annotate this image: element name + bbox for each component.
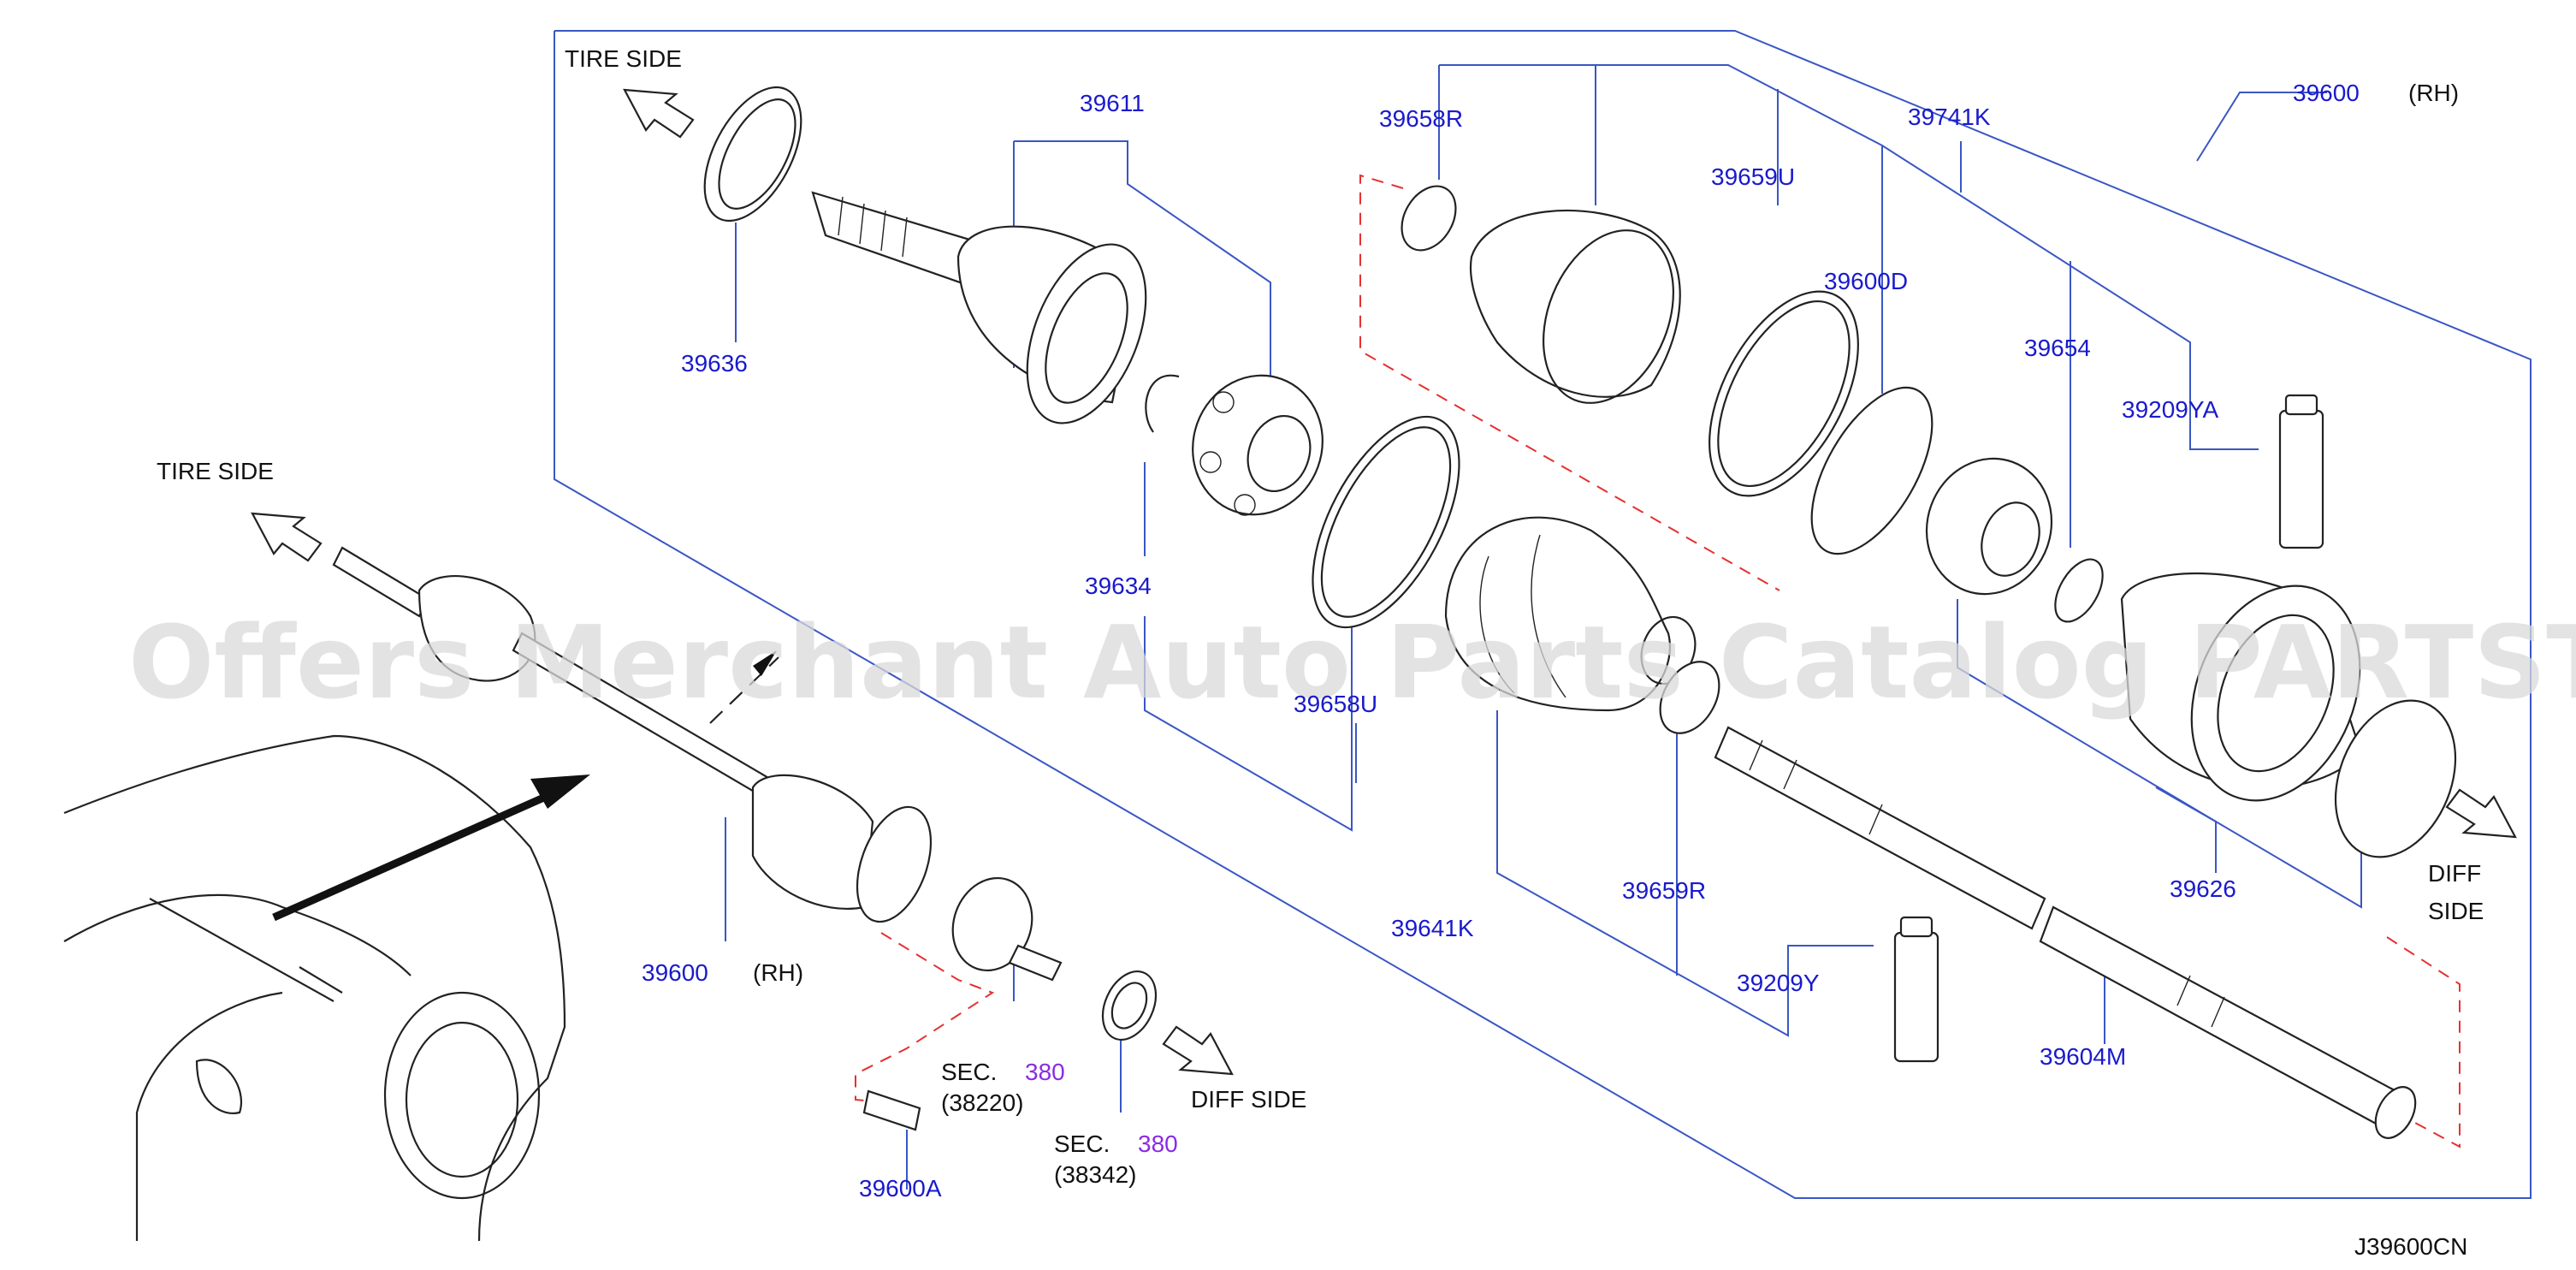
section-ref-1-prefix: SEC. [941, 1059, 997, 1085]
part-inner-race-cage [1192, 374, 1324, 516]
part-39636-seal [703, 86, 802, 223]
diff-side-label-right-line2: SIDE [2428, 898, 2484, 924]
part-39209YA-grease [2278, 394, 2324, 549]
section-ref-1-number[interactable]: 380 [1025, 1059, 1065, 1085]
rh-label-top: (RH) [2408, 80, 2459, 106]
part-39604M-shaft [1714, 726, 2417, 1139]
part-label-39600D[interactable]: 39600D [1824, 268, 1908, 294]
tire-side-label-left: TIRE SIDE [157, 458, 274, 484]
part-label-39659R[interactable]: 39659R [1622, 877, 1706, 904]
part-39741K-boot [1470, 209, 1681, 404]
rh-label-bottom: (RH) [753, 959, 803, 986]
leader-lines [725, 64, 2362, 1190]
frame-callout-39600 [2196, 92, 2327, 162]
part-39600-axle-assembly [332, 546, 1158, 1131]
part-label-39604M[interactable]: 39604M [2040, 1043, 2126, 1070]
part-39658U-band [1312, 415, 1460, 629]
part-label-39741K[interactable]: 39741K [1908, 104, 1991, 130]
part-label-39641K[interactable]: 39641K [1391, 915, 1474, 941]
part-inner-tripod [1925, 457, 2053, 596]
section-ref-1-code: (38220) [941, 1089, 1024, 1116]
arrow-tire-side-top-icon [623, 88, 695, 139]
diff-side-label-bottom: DIFF SIDE [1191, 1086, 1306, 1113]
arrow-direction-icon [709, 650, 779, 724]
part-label-39611[interactable]: 39611 [1080, 90, 1145, 116]
watermark: Offers Merchant Auto Parts Catalog PARTS… [128, 603, 2576, 721]
exploded-view-frame [554, 30, 2532, 1199]
arrow-diff-side-right-icon [2445, 788, 2517, 839]
part-39659U-band [1708, 290, 1859, 497]
part-label-39209Y[interactable]: 39209Y [1737, 970, 1820, 996]
part-39600D-ring [1810, 386, 1933, 555]
section-ref-2-code: (38342) [1054, 1161, 1137, 1188]
part-39659R-clamp [1659, 661, 1720, 734]
diff-side-label-right-line1: DIFF [2428, 860, 2481, 887]
diagram-code: J39600CN [2354, 1233, 2467, 1260]
part-39658R-clamp [1401, 185, 1457, 252]
part-label-39654[interactable]: 39654 [2024, 335, 2091, 361]
part-39209Y-grease [1893, 916, 1939, 1063]
part-39641K-boot [1444, 516, 1697, 712]
part-label-39658R[interactable]: 39658R [1379, 105, 1463, 132]
part-label-39658U[interactable]: 39658U [1294, 691, 1377, 717]
tire-side-label-top: TIRE SIDE [565, 45, 682, 72]
part-label-39659U[interactable]: 39659U [1711, 163, 1795, 190]
part-39654-snap-ring [2054, 558, 2104, 623]
part-label-39600A[interactable]: 39600A [859, 1175, 942, 1202]
part-39626-housing [2120, 572, 2363, 802]
part-label-39626[interactable]: 39626 [2170, 875, 2236, 902]
dashed-alignment-lines [855, 174, 2461, 1148]
section-ref-2-prefix: SEC. [1054, 1131, 1110, 1157]
part-label-39636[interactable]: 39636 [681, 350, 748, 377]
part-39634-snap-ring [1145, 374, 1180, 433]
part-label-39600-bottom[interactable]: 39600 [642, 959, 708, 986]
part-label-39600-top[interactable]: 39600 [2293, 80, 2360, 106]
arrow-install-icon [272, 774, 590, 922]
arrow-tire-side-left-icon [251, 512, 323, 562]
part-39611-outer-joint [811, 191, 1147, 424]
part-label-39209YA[interactable]: 39209YA [2122, 396, 2218, 423]
part-end-cap [2334, 699, 2457, 858]
part-label-39634[interactable]: 39634 [1085, 573, 1152, 599]
vehicle-outline [63, 734, 566, 1242]
section-ref-2-number[interactable]: 380 [1138, 1131, 1178, 1157]
arrow-diff-side-bottom-icon [1162, 1025, 1234, 1076]
